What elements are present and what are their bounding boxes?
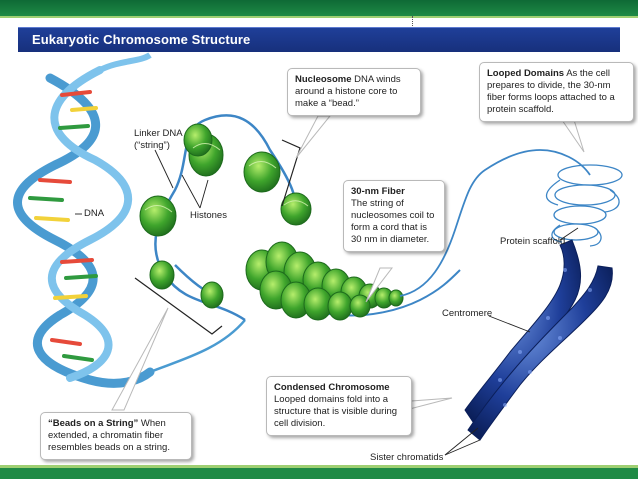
linker-dna-label-line2: (“string”)	[134, 140, 170, 151]
histones-label: Histones	[190, 210, 227, 221]
header-tick	[412, 16, 413, 26]
centromere-label: Centromere	[442, 308, 493, 319]
footer-band	[0, 468, 638, 479]
fiber-strand	[399, 149, 591, 297]
condensed-body: Looped domains fold into a structure tha…	[274, 394, 398, 429]
linker-dna-label: Linker DNA (“string”)	[134, 128, 183, 152]
condensed-chromosome	[464, 239, 613, 441]
beads-on-string	[139, 114, 312, 322]
condensed-heading: Condensed Chromosome	[274, 382, 390, 393]
fiber-body: The string of nucleosomes coil to form a…	[351, 198, 435, 245]
nucleosome-callout: Nucleosome DNA winds around a histone co…	[287, 68, 421, 116]
looped-callout: Looped Domains As the cell prepares to d…	[479, 62, 634, 122]
brackets	[134, 139, 301, 335]
protein-scaffold-label: Protein scaffold	[500, 236, 566, 247]
nucleosome-body: DNA winds around a histone core to make …	[295, 74, 401, 109]
page-title: Eukaryotic Chromosome Structure	[32, 32, 251, 47]
dna-thread	[149, 319, 246, 374]
title-bar: Eukaryotic Chromosome Structure	[18, 27, 620, 52]
leader-lines	[75, 149, 579, 456]
sister-chromatids-label: Sister chromatids	[370, 452, 444, 463]
beads-body: When extended, a chromatin fiber resembl…	[48, 418, 170, 453]
header-accent-line	[0, 16, 638, 18]
footer-accent-line	[0, 465, 638, 468]
condensed-callout: Condensed Chromosome Looped domains fold…	[266, 376, 412, 436]
fiber-heading: 30-nm Fiber	[351, 186, 405, 197]
thirty-nm-fiber	[245, 241, 461, 321]
beads-heading: “Beads on a String”	[48, 418, 139, 429]
dna-helix	[13, 52, 155, 388]
looped-body: As the cell prepares to divide, the 30-n…	[487, 68, 615, 115]
dna-label: DNA	[84, 208, 105, 219]
fiber-callout: 30-nm Fiber The string of nucleosomes co…	[343, 180, 445, 252]
looped-heading: Looped Domains	[487, 68, 565, 79]
linker-dna-label-line1: Linker DNA	[134, 128, 183, 139]
callout-pointers	[111, 115, 585, 413]
looped-domains	[545, 164, 623, 247]
nucleosome-heading: Nucleosome	[295, 74, 352, 85]
header-band	[0, 0, 638, 16]
beads-callout: “Beads on a String” When extended, a chr…	[40, 412, 192, 460]
